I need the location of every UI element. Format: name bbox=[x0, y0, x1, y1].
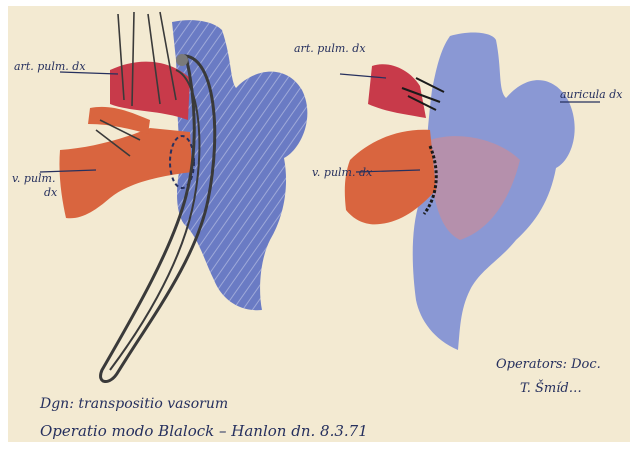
diagnosis-line: Dgn: transpositio vasorum bbox=[39, 396, 228, 412]
label-art-left: art. pulm. dx bbox=[14, 60, 86, 73]
operation-line: Operatio modo Blalock – Hanlon dn. 8.3.7… bbox=[40, 422, 368, 440]
label-atrium-right: auricula dx bbox=[560, 88, 623, 101]
label-ven-right: v. pulm. dx bbox=[312, 166, 373, 179]
operators-line-2: T. Šmíd… bbox=[520, 379, 582, 396]
label-ven-left-1: v. pulm. bbox=[12, 172, 55, 185]
operators-line-1: Operators: Doc. bbox=[496, 357, 601, 372]
label-ven-left-2: dx bbox=[44, 186, 58, 199]
label-art-right: art. pulm. dx bbox=[294, 42, 366, 55]
clamp-tip bbox=[176, 54, 188, 66]
